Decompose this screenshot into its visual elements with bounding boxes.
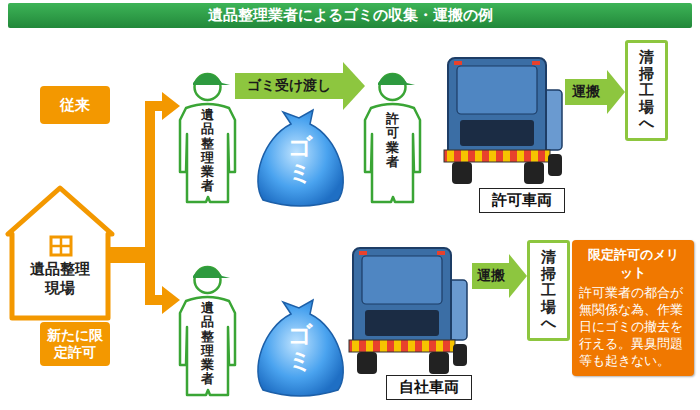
arrow-label: 運搬 bbox=[475, 267, 507, 285]
title-text: 遺品整理業者によるゴミの収集・運搬の例 bbox=[208, 6, 493, 25]
node-text: 新たに限定許可 bbox=[44, 327, 106, 361]
flow-arrow bbox=[110, 92, 180, 252]
destination-box: 清掃工場へ bbox=[527, 240, 570, 341]
arrow-head bbox=[343, 62, 365, 110]
flow-arrow bbox=[110, 258, 180, 314]
arrow-head bbox=[162, 92, 180, 120]
node-text: 従来 bbox=[60, 96, 90, 114]
node-text: 許可業者 bbox=[386, 112, 399, 169]
node-text: 清掃工場へ bbox=[639, 49, 654, 132]
node-text: 清掃工場へ bbox=[541, 249, 556, 332]
arrow-head bbox=[162, 286, 180, 314]
site-house: 遺品整理現場 bbox=[10, 234, 110, 302]
arrow-head bbox=[607, 70, 625, 114]
truck-figure: 自社車両 bbox=[337, 248, 472, 400]
worker-figure: 遺品整理業者 bbox=[180, 62, 235, 194]
step-box: 従来 bbox=[40, 86, 110, 124]
garbage-bag: ゴミ bbox=[265, 130, 335, 191]
arrow-shaft bbox=[110, 106, 162, 252]
node-text: 遺品整理業者 bbox=[201, 108, 214, 194]
node-text: 遺品整理業者 bbox=[201, 301, 214, 387]
node-text: 遺品整理現場 bbox=[28, 260, 92, 298]
node-text: 許可車両 bbox=[479, 188, 565, 213]
node-text: 自社車両 bbox=[386, 375, 472, 400]
callout-heading: 限定許可のメリット bbox=[587, 246, 679, 281]
flow-arrow bbox=[472, 254, 527, 298]
arrow-shaft bbox=[565, 79, 607, 105]
callout-body: 許可業者の都合が無関係な為、作業日にゴミの撤去を行える。異臭問題等も起きない。 bbox=[579, 285, 687, 369]
arrow-label: ゴミ受け渡し bbox=[245, 77, 333, 95]
truck-figure: 許可車両 bbox=[432, 58, 565, 213]
worker-figure: 許可業者 bbox=[365, 62, 420, 169]
destination-box: 清掃工場へ bbox=[625, 40, 668, 141]
worker-figure: 遺品整理業者 bbox=[180, 255, 235, 387]
node-text: ゴミ bbox=[288, 134, 312, 187]
step-box: 新たに限定許可 bbox=[40, 322, 110, 366]
arrow-shaft bbox=[472, 263, 509, 289]
flow-arrow bbox=[235, 62, 365, 110]
arrow-shaft bbox=[235, 73, 343, 99]
node-text: ゴミ bbox=[288, 322, 312, 375]
flow-arrow bbox=[565, 70, 625, 114]
merit-callout: 限定許可のメリット許可業者の都合が無関係な為、作業日にゴミの撤去を行える。異臭問… bbox=[572, 240, 694, 376]
arrow-shaft bbox=[110, 258, 162, 300]
garbage-bag: ゴミ bbox=[265, 318, 335, 379]
arrow-head bbox=[509, 254, 527, 298]
title-bar: 遺品整理業者によるゴミの収集・運搬の例 bbox=[8, 3, 692, 28]
arrow-label: 運搬 bbox=[570, 83, 602, 101]
